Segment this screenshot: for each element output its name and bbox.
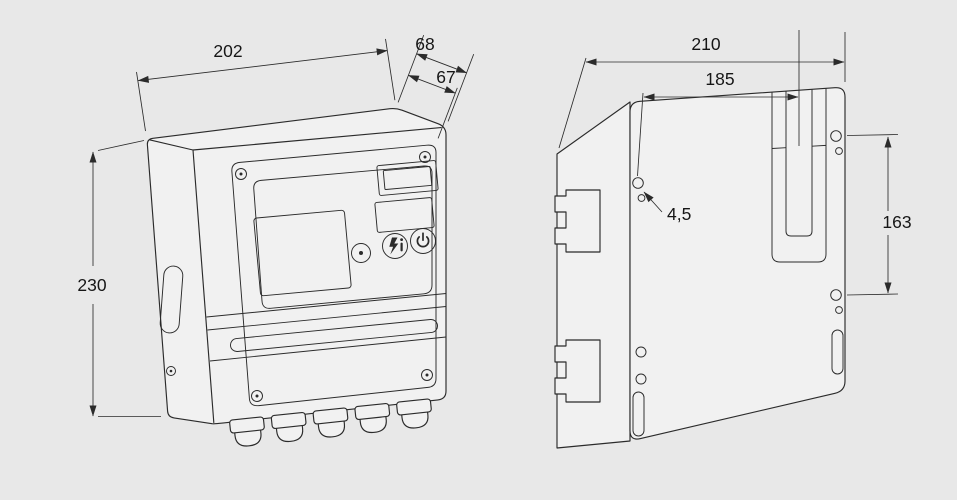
led-button <box>351 243 371 263</box>
screw-icon <box>251 390 263 402</box>
housing-edges <box>148 127 442 424</box>
power-icon <box>416 232 430 248</box>
status-display-screen <box>382 166 433 190</box>
mounting-clamp-bottom <box>554 339 601 403</box>
door-seams <box>206 293 447 362</box>
dim-mounting-width: 185 <box>637 30 800 177</box>
cable-hook <box>635 346 647 358</box>
dim-hole-diameter-label: 4,5 <box>667 204 691 224</box>
mounting-hole <box>830 130 842 142</box>
screw-icon <box>421 369 433 381</box>
front-door <box>231 144 437 407</box>
flash-info-icon <box>389 237 403 255</box>
main-display <box>253 209 352 297</box>
mounting-hole <box>835 147 843 155</box>
cable-hook <box>635 373 647 385</box>
hanging-bracket-slot <box>771 88 827 263</box>
dim-depth-housing: 67 <box>407 67 458 139</box>
dim-mounting-width-label: 185 <box>705 69 734 89</box>
mounting-hole <box>830 289 842 301</box>
mounting-clamp-top <box>554 189 601 253</box>
dim-height-label: 230 <box>77 275 106 295</box>
dim-rear-width-label: 210 <box>691 34 720 54</box>
dim-depth-overall: 68 <box>397 34 475 122</box>
dim-hole-spacing-label: 163 <box>882 212 911 232</box>
housing-silhouette <box>146 107 447 425</box>
screw-icon <box>235 168 247 180</box>
dim-rear-width: 210 <box>558 32 846 149</box>
status-display <box>376 160 439 196</box>
strap-slot <box>632 391 645 437</box>
side-screw-icon <box>166 366 176 376</box>
dim-height: 230 <box>77 140 161 417</box>
rear-back-face <box>629 87 846 440</box>
side-grip-slot <box>159 265 184 334</box>
strap-slot <box>831 329 844 375</box>
door-screws <box>235 151 433 402</box>
dim-width: 202 <box>136 38 396 132</box>
dim-width-label: 202 <box>213 41 242 61</box>
control-recess <box>253 165 433 309</box>
mounting-hole <box>835 306 843 314</box>
led-dot-icon <box>359 251 363 255</box>
label-window <box>374 197 435 233</box>
screw-icon <box>419 151 431 163</box>
dim-depth-overall-label: 68 <box>415 34 434 54</box>
dim-depth-housing-label: 67 <box>436 67 455 87</box>
power-button <box>410 228 436 254</box>
front-view: 202 68 67 230 <box>77 34 475 449</box>
rear-view: 210 185 4,5 163 <box>554 30 912 449</box>
dim-hole-spacing: 163 <box>846 134 912 296</box>
reset-button <box>382 233 408 259</box>
label-strip <box>229 319 439 352</box>
mounting-hole <box>632 177 644 189</box>
dim-hole-diameter: 4,5 <box>643 191 691 224</box>
